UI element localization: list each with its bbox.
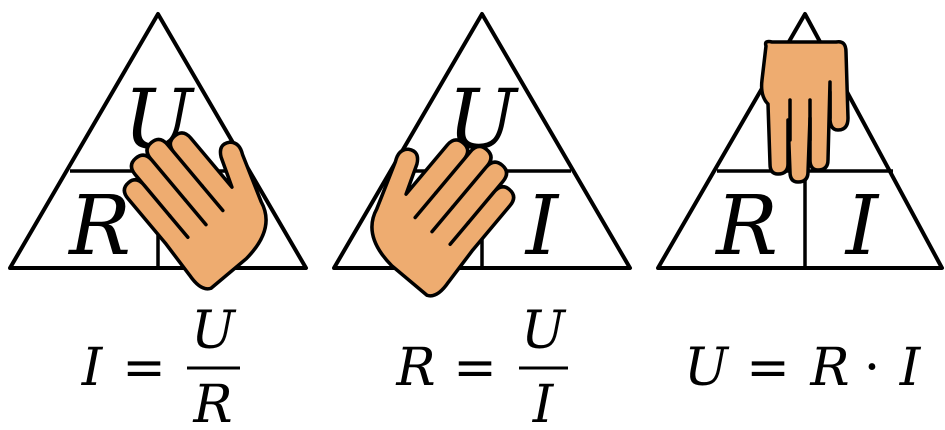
triangle-1-bottom-left-label: R (67, 179, 131, 274)
formula-3-rhs-a: R (809, 338, 849, 398)
formula-1-numerator: U (191, 301, 237, 361)
formula-2-numerator: U (521, 301, 567, 361)
triangle-1: U R I = U R (8, 12, 308, 430)
formula-3-dot: · (864, 338, 881, 398)
hand-icon (759, 39, 850, 184)
formula-3-rhs-b: I (899, 338, 922, 398)
formula-2-equals: = (453, 338, 497, 398)
triangle-2: U I R = U I (332, 12, 632, 430)
formula-1-equals: = (122, 338, 166, 398)
formula-2-denominator: I (532, 375, 555, 430)
triangle-3: R I U = R · I (656, 12, 944, 398)
triangle-3-bottom-left-label: R (714, 179, 778, 274)
formula-2-lhs: R (395, 338, 435, 398)
triangle-3-outline (656, 12, 944, 270)
formula-1-denominator: R (192, 375, 232, 430)
triangle-2-bottom-right-label: I (524, 179, 560, 274)
hand-icon (370, 138, 516, 298)
hand-icon (122, 131, 268, 291)
triangle-3-bottom-right-label: I (844, 179, 880, 274)
formula-3-equals: = (746, 338, 790, 398)
formula-3-lhs: U (684, 338, 730, 398)
formula-1-lhs: I (81, 338, 104, 398)
